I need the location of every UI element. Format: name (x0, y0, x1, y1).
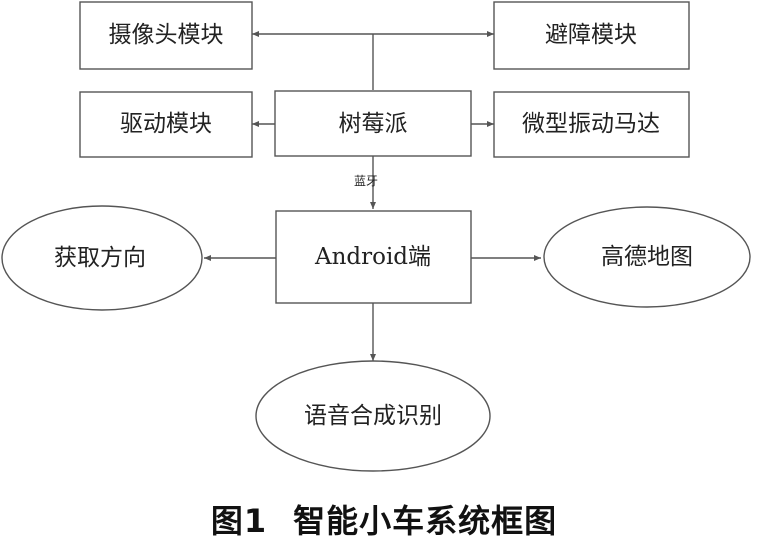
speech-ellipse (255, 360, 491, 472)
android-label: Android端 (314, 244, 431, 270)
figure-title: 智能小车系统框图 (293, 502, 558, 540)
vibration-motor-label: 微型振动马达 (522, 111, 660, 137)
amap-label: 高德地图 (601, 244, 693, 270)
connectors (204, 31, 541, 361)
figure-caption: 图1 智能小车系统框图 (0, 496, 768, 542)
vibration-motor-box (493, 91, 690, 158)
node-labels: 摄像头模块 避障模块 驱动模块 树莓派 微型振动马达 Android端 获取方向… (54, 22, 693, 429)
raspberry-pi-label: 树莓派 (339, 111, 408, 137)
system-block-diagram: 摄像头模块 避障模块 驱动模块 树莓派 微型振动马达 Android端 获取方向… (1, 1, 751, 472)
drive-module-box (79, 91, 253, 158)
direction-ellipse (1, 205, 203, 311)
camera-module-box (79, 1, 253, 70)
rect-nodes (79, 1, 690, 304)
drive-module-label: 驱动模块 (120, 111, 212, 137)
camera-module-label: 摄像头模块 (109, 22, 224, 48)
direction-label: 获取方向 (54, 245, 146, 271)
bluetooth-edge-label: 蓝牙 (354, 174, 378, 188)
obstacle-module-label: 避障模块 (545, 22, 637, 48)
android-box (275, 210, 472, 304)
amap-ellipse (543, 206, 751, 308)
speech-label: 语音合成识别 (304, 403, 442, 429)
obstacle-module-box (493, 1, 690, 70)
figure-number: 图1 (210, 502, 268, 540)
raspberry-pi-box (274, 90, 472, 157)
ellipse-nodes (1, 205, 751, 472)
